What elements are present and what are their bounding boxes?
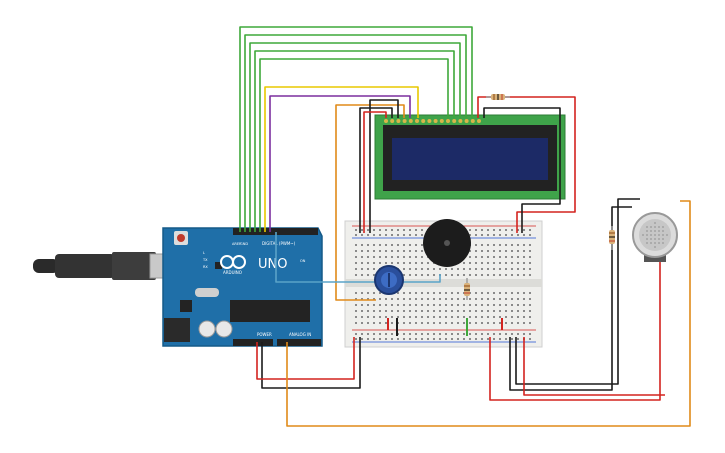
wire-green <box>254 50 455 232</box>
wire-green <box>249 42 461 232</box>
wire-green <box>239 26 473 232</box>
wire-green <box>244 34 467 232</box>
wire-purple <box>269 95 411 232</box>
wire-red <box>477 96 576 233</box>
resistor-icon <box>464 278 470 300</box>
power-header <box>233 339 273 346</box>
uno-logo-text: UNO <box>258 257 287 272</box>
l-label: L <box>203 251 205 255</box>
wires <box>239 26 691 427</box>
arduino-brand-text: ARDUINO <box>223 270 242 275</box>
analog-header <box>277 339 321 346</box>
crystal-icon <box>195 288 219 297</box>
lcd-16x2-display <box>374 114 566 200</box>
usb-cable <box>33 252 185 280</box>
wire-black <box>369 99 399 233</box>
wire-red <box>489 255 661 401</box>
on-label: ON <box>300 259 306 263</box>
tx-label: TX <box>202 258 208 262</box>
reset-icon <box>177 234 185 242</box>
usb-chip <box>215 262 222 269</box>
wire-green <box>259 58 449 232</box>
wire-orange <box>286 200 691 427</box>
capacitor-icon <box>215 320 233 338</box>
resistor-icon <box>486 94 510 100</box>
wire-black <box>359 107 393 233</box>
digital-label: DIGITAL (PWM~) <box>262 241 296 246</box>
wire-yellow <box>264 86 419 232</box>
atmega-chip <box>230 300 310 322</box>
wire-black <box>515 198 640 385</box>
wire-blue <box>275 232 441 283</box>
power-label: POWER <box>257 332 272 337</box>
lcd-pins <box>384 119 481 123</box>
gas-sensor-icon <box>632 212 678 262</box>
piezo-buzzer-icon <box>423 219 471 267</box>
regulator-chip <box>180 300 192 312</box>
analog-label: ANALOG IN <box>289 332 311 337</box>
arduino-uno-board: UNO ARDUINO DIGITAL (PWM~) POWER ANALOG … <box>162 227 323 347</box>
wire-red <box>256 337 355 380</box>
digital-header <box>233 228 318 235</box>
wire-orange <box>335 104 405 301</box>
wire-black <box>483 107 561 233</box>
aref-label: AREF <box>232 242 241 246</box>
rx-label: RX <box>203 265 208 269</box>
wire-red <box>363 111 387 233</box>
power-jack <box>164 318 190 342</box>
wire-red <box>523 337 665 396</box>
potentiometer-icon <box>374 265 404 295</box>
lcd-screen <box>392 138 548 180</box>
capacitor-icon <box>198 320 216 338</box>
gnd-label: GND <box>240 242 248 246</box>
wire-black <box>261 337 361 389</box>
arduino-logo-icon <box>220 255 246 269</box>
resistor-icon <box>609 226 615 250</box>
